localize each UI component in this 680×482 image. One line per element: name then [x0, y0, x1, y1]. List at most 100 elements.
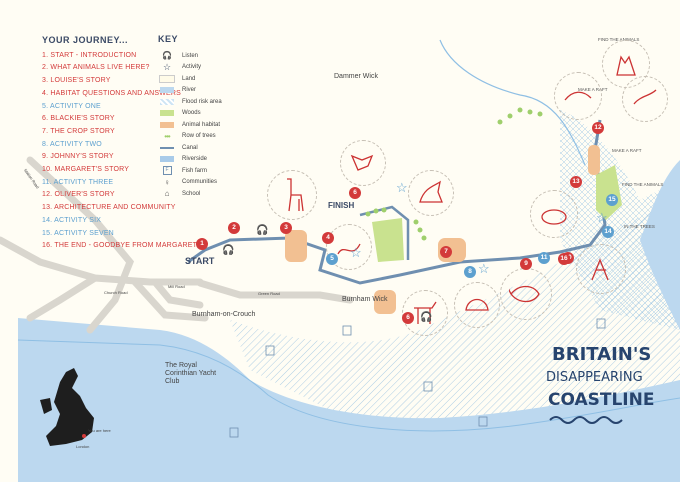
journey-item: 15. ACTIVITY SEVEN: [42, 229, 114, 237]
habitat-swatch: [158, 121, 176, 128]
fish-farm-icons: [229, 318, 606, 438]
route-marker: 9: [520, 258, 532, 270]
route-marker: 2: [228, 222, 240, 234]
star-icon: ☆: [396, 180, 408, 195]
title-line-3: COASTLINE: [548, 390, 655, 410]
annotation-make-a-raft: MAKE A RAFT: [612, 148, 642, 153]
road-network: [0, 156, 354, 334]
route-marker: 16: [558, 253, 570, 265]
journey-item: 14. ACTIVITY SIX: [42, 216, 102, 224]
key-heading: KEY: [158, 34, 179, 44]
uk-inset-map: [40, 368, 94, 446]
key-item-label: Animal habitat: [182, 121, 221, 128]
key-item-label: Communities: [182, 179, 218, 186]
journey-item: 16. THE END - GOODBYE FROM MARGARET: [42, 242, 198, 250]
journey-item: 12. OLIVER'S STORY: [42, 191, 115, 199]
journey-item: 5. ACTIVITY ONE: [42, 102, 101, 110]
llama-illustration: [267, 170, 317, 220]
woods-swatch: [158, 110, 176, 117]
route-marker: 7: [440, 246, 452, 258]
label-road-3: Green Road: [258, 291, 280, 296]
key-item-label: Activity: [182, 64, 202, 71]
key-item-label: River: [182, 87, 197, 94]
fish-farm-icon: F: [158, 166, 176, 176]
river-swatch: [158, 87, 176, 94]
land-swatch: [158, 74, 176, 83]
journey-item: 10. MARGARET'S STORY: [42, 166, 130, 174]
canal-swatch: [158, 146, 176, 149]
woods-area-east: [596, 165, 622, 220]
journey-item: 4. HABITAT QUESTIONS AND ANSWERS: [42, 89, 182, 97]
route-marker: 13: [570, 176, 582, 188]
key-item-label: School: [182, 190, 201, 197]
route-marker: 6: [402, 312, 414, 324]
key-item: •••Row of trees: [158, 131, 222, 143]
route-marker: 6: [349, 187, 361, 199]
star-icon: ☆: [478, 261, 490, 276]
route-marker: 15: [606, 194, 618, 206]
journey-heading: YOUR JOURNEY...: [42, 35, 129, 45]
key-item: Woods: [158, 108, 222, 120]
label-yacht-club: The Royal Corinthian Yacht Club: [165, 362, 217, 385]
woods-area: [372, 218, 404, 262]
annotation-in-the-trees: IN THE TREES: [624, 224, 655, 229]
key-item-label: Flood risk area: [182, 98, 222, 105]
label-burnham-on-crouch: Burnham-on-Crouch: [192, 311, 256, 318]
route-marker: 11: [538, 252, 550, 264]
star-icon: ☆: [162, 61, 172, 72]
headphones-icon: 🎧: [222, 245, 235, 256]
route-marker: 5: [326, 253, 338, 265]
key-item-label: Riverside: [182, 156, 208, 163]
label-burnham-wick: Burnham Wick: [342, 296, 388, 303]
route-marker: 4: [322, 232, 334, 244]
habitat-area-3: [374, 290, 396, 314]
key-item: River: [158, 85, 222, 97]
annotation-find-the-animals-2: FIND THE ANIMALS: [598, 37, 640, 42]
key-item: Canal: [158, 142, 222, 154]
hedgehog-illustration: [454, 282, 500, 328]
badger-illustration: [530, 190, 578, 238]
wave-decoration: [549, 416, 623, 424]
annotation-find-the-animals: FIND THE ANIMALS: [622, 182, 664, 187]
habitat-area-1: [285, 230, 307, 262]
journey-item: 8. ACTIVITY TWO: [42, 140, 102, 148]
horse-illustration: [402, 290, 448, 336]
route-marker: 8: [464, 266, 476, 278]
shore-line: [17, 339, 680, 432]
east-estuary: [640, 160, 680, 330]
label-road-4: Mill Road: [168, 284, 185, 289]
key-item-label: Listen: [182, 52, 199, 59]
journey-item: 13. ARCHITECTURE AND COMMUNITY: [42, 204, 176, 212]
journey-item: 7. THE CROP STORY: [42, 127, 115, 135]
key-item: Land: [158, 73, 222, 85]
label-you-are-here: You are here: [88, 428, 111, 433]
key-item-label: Land: [182, 75, 196, 82]
label-road-2: Church Road: [104, 290, 128, 295]
sea-area: [18, 318, 680, 482]
lizard-illustration: [622, 76, 668, 122]
school-icon: ⌂: [164, 189, 170, 199]
bird-illustration: [340, 140, 386, 186]
key-item: Flood risk area: [158, 96, 222, 108]
journey-item: 6. BLACKIE'S STORY: [42, 115, 115, 123]
key-item: ⌂ School: [158, 188, 222, 200]
otter-illustration: [554, 72, 602, 120]
flood-swatch: [158, 98, 176, 105]
key-item-label: Canal: [182, 144, 198, 151]
label-london: London: [76, 444, 90, 449]
star-icon: ☆: [350, 245, 362, 260]
dragon-illustration: [576, 244, 626, 294]
journey-item: 1. START - INTRODUCTION: [42, 51, 137, 59]
label-start: START: [185, 256, 215, 266]
headphones-icon: 🎧: [256, 225, 269, 236]
label-dammer-wick: Dammer Wick: [334, 73, 378, 80]
journey-item: 3. LOUISE'S STORY: [42, 77, 111, 85]
star-icon: ☆: [596, 210, 608, 225]
journey-item: 11. ACTIVITY THREE: [42, 178, 114, 186]
route-marker: 3: [280, 222, 292, 234]
title-line-1: BRITAIN'S: [552, 344, 652, 365]
